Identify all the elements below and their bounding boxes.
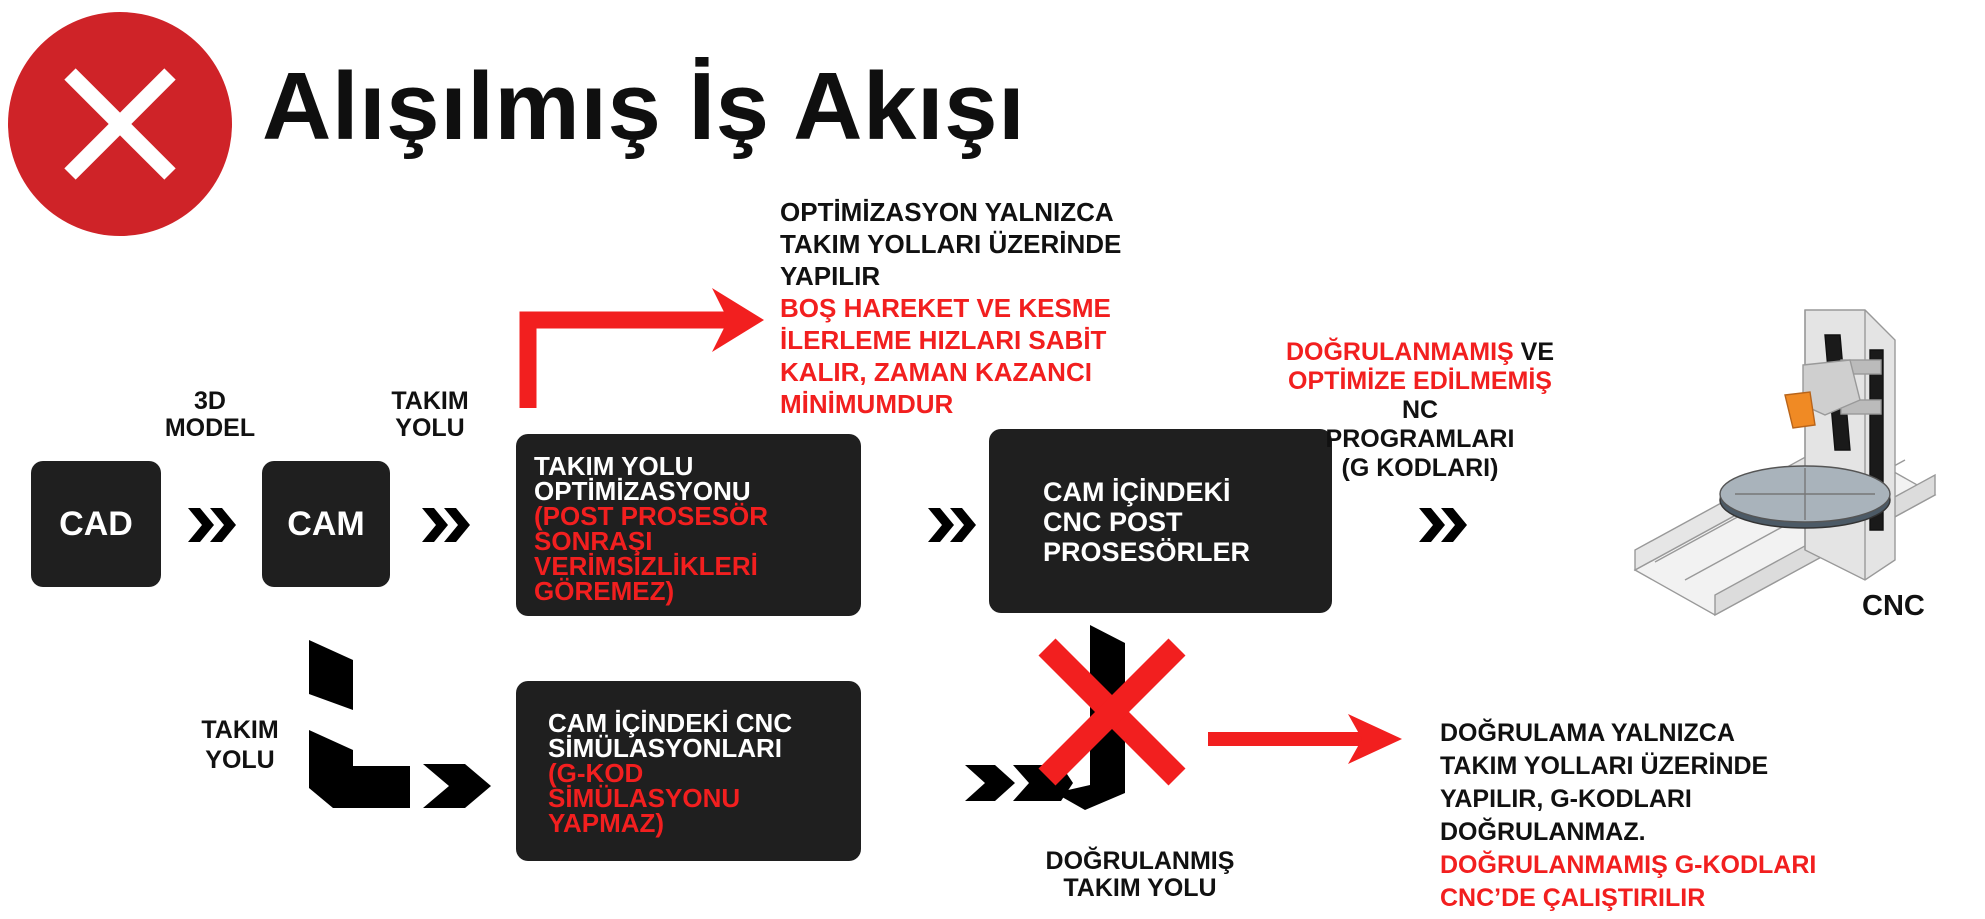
page-title: Alışılmış İş Akışı — [262, 53, 1026, 160]
optimization-note: OPTİMİZASYON YALNIZCA TAKIM YOLLARI ÜZER… — [780, 197, 1122, 419]
label-verified-toolpath: DOĞRULANMIŞ TAKIM YOLU — [1045, 847, 1235, 902]
chevron-arrow-icon — [422, 508, 470, 542]
nc-programs-note: DOĞRULANMAMIŞ VE OPTİMİZE EDİLMEMİŞ NC P… — [1285, 338, 1555, 482]
black-l-arrow — [309, 640, 491, 808]
cam-box: CAM — [262, 461, 390, 587]
label-toolpath-top: TAKIM YOLU — [391, 387, 469, 442]
verification-note: DOĞRULAMA YALNIZCA TAKIM YOLLARI ÜZERİND… — [1440, 719, 1817, 912]
blocked-path-with-x — [965, 625, 1186, 810]
label-toolpath-left: TAKIM YOLU — [201, 716, 279, 774]
toolpath-optimization-box: TAKIM YOLU OPTİMİZASYONU (POST PROSESÖR … — [516, 434, 861, 616]
cnc-machine-illustration — [1633, 309, 1937, 617]
red-arrow-right — [1208, 714, 1402, 764]
post-processor-box: CAM İÇİNDEKİ CNC POST PROSESÖRLER — [989, 429, 1332, 613]
chevron-arrow-icon — [928, 508, 976, 542]
label-3d-model: 3D MODEL — [164, 387, 256, 442]
error-badge — [8, 12, 232, 236]
red-arrow-up-right — [519, 288, 764, 408]
cnc-label: CNC — [1862, 590, 1925, 622]
close-icon — [8, 12, 232, 236]
cnc-simulation-box: CAM İÇİNDEKİ CNC SİMÜLASYONLARI (G-KOD S… — [516, 681, 861, 861]
chevron-arrow-icon — [1419, 508, 1467, 542]
cad-box: CAD — [31, 461, 161, 587]
chevron-arrow-icon — [188, 508, 236, 542]
